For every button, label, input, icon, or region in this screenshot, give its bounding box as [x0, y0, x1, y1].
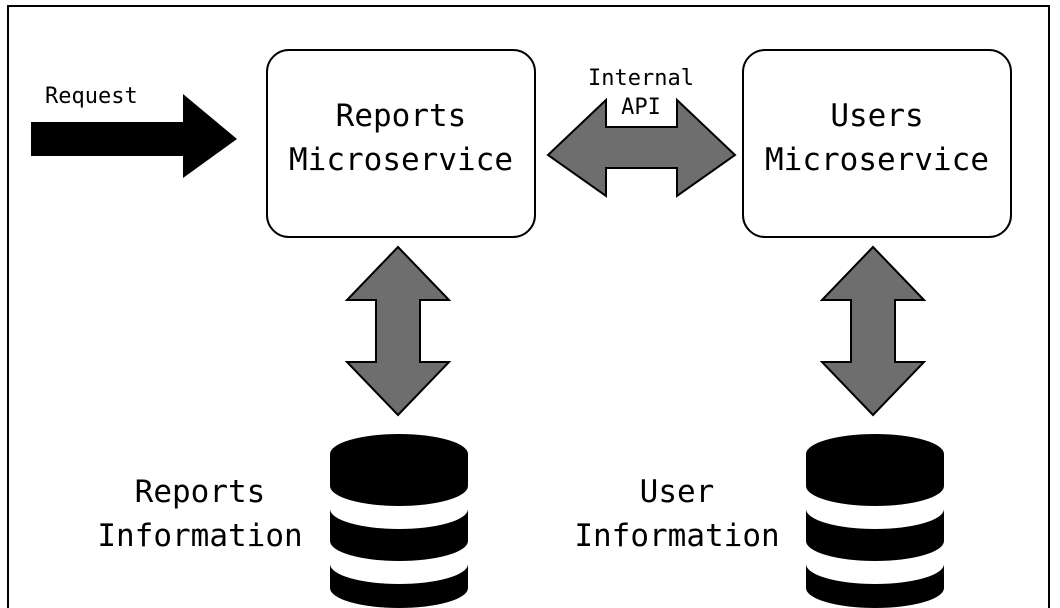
internal-api-label-line2: API: [621, 95, 661, 120]
reports-service-title: Reports: [336, 98, 467, 134]
reports-db-label-line1: Reports: [135, 474, 266, 510]
request-label: Request: [45, 84, 138, 109]
request-arrow-icon: [31, 94, 237, 178]
internal-api-label-line1: Internal: [588, 66, 694, 91]
reports-microservice-box: Reports Microservice: [266, 49, 536, 238]
users-db-label-line1: User: [640, 474, 715, 510]
users-db-double-arrow-icon: [819, 245, 927, 417]
users-service-title: Users: [830, 98, 923, 134]
users-microservice-box: Users Microservice: [742, 49, 1012, 238]
users-service-subtitle: Microservice: [765, 142, 989, 178]
reports-database-icon: [330, 434, 468, 608]
reports-service-subtitle: Microservice: [289, 142, 513, 178]
users-database-icon: [806, 434, 944, 608]
users-db-label-line2: Information: [574, 518, 779, 554]
internal-api-double-arrow-icon: [546, 97, 737, 198]
reports-db-label-line2: Information: [97, 518, 302, 554]
reports-db-double-arrow-icon: [344, 245, 452, 417]
